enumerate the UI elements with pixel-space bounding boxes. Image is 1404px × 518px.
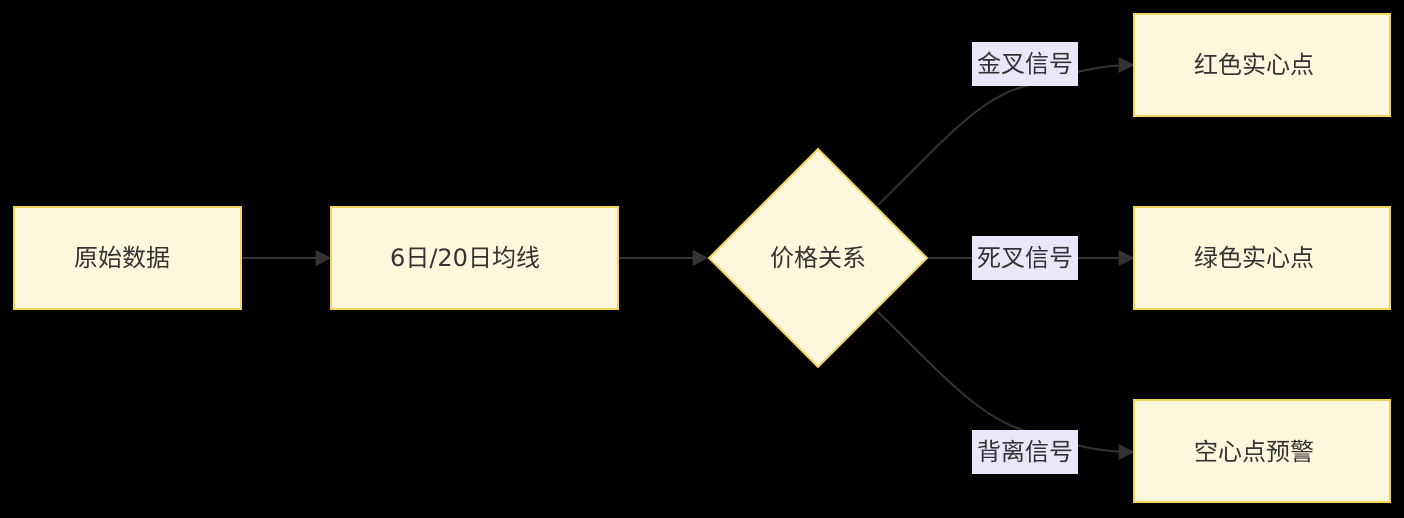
node-moving-average-label: 6日/20日均线 — [390, 244, 540, 272]
node-red-dot-label: 红色实心点 — [1194, 51, 1314, 79]
edge-label-death-cross: 死叉信号 — [972, 236, 1078, 280]
edge-label-divergence: 背离信号 — [972, 430, 1078, 474]
edge-label-golden-cross-text: 金叉信号 — [977, 50, 1073, 78]
edge-label-divergence-text: 背离信号 — [977, 438, 1073, 466]
edge-price-to-hollow — [877, 311, 1135, 460]
node-price-relation-label: 价格关系 — [770, 244, 866, 272]
node-hollow-warning: 空心点预警 — [1133, 399, 1391, 503]
node-raw-data-label: 原始数据 — [74, 244, 170, 272]
node-moving-average: 6日/20日均线 — [330, 206, 619, 310]
node-price-relation: 价格关系 — [707, 147, 929, 369]
node-raw-data: 原始数据 — [13, 206, 242, 310]
edge-label-death-cross-text: 死叉信号 — [977, 244, 1073, 272]
node-green-dot-label: 绿色实心点 — [1194, 244, 1314, 272]
node-hollow-warning-label: 空心点预警 — [1194, 438, 1314, 466]
edge-price-to-red — [877, 57, 1135, 206]
edge-label-golden-cross: 金叉信号 — [972, 42, 1078, 86]
node-green-dot: 绿色实心点 — [1133, 206, 1391, 310]
node-red-dot: 红色实心点 — [1133, 13, 1391, 117]
